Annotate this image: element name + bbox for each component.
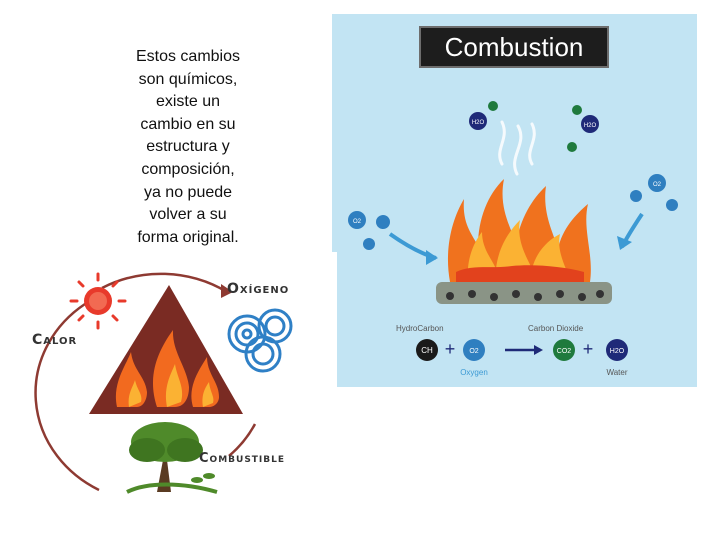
combustion-title: Combustion — [419, 26, 609, 68]
fire-triangle-graphic — [34, 272, 293, 494]
cycle-ring — [34, 302, 100, 492]
heat-label: Calor — [32, 332, 78, 348]
tree-icon — [126, 422, 218, 494]
caption-line: ya no puede — [143, 183, 233, 201]
svg-text:O2: O2 — [653, 182, 662, 188]
flame-icon — [447, 179, 591, 282]
oxygen-label: Oxígeno — [227, 281, 290, 297]
caption-line: existe un — [155, 93, 221, 111]
caption-line: Estos cambios — [135, 48, 241, 65]
oxygen-molecule-icon: O2 — [630, 174, 678, 211]
water-molecule-icon: H2O — [469, 112, 487, 130]
water-label: Water — [606, 368, 627, 377]
caption-line: forma original. — [137, 228, 239, 246]
equation-ch: CH — [416, 339, 438, 361]
svg-text:O2: O2 — [353, 219, 362, 225]
cycle-ring — [101, 272, 228, 294]
caption-line: son químicos, — [138, 70, 238, 88]
oxygen-swirl-icon — [227, 308, 293, 373]
caption-line: cambio en su — [140, 115, 236, 133]
co2-molecule-icon — [488, 101, 498, 111]
equation-co2: CO2 — [553, 339, 575, 361]
smoke-wisps — [498, 120, 536, 176]
svg-text:CH: CH — [421, 346, 433, 355]
co2-molecule-icon — [567, 142, 577, 152]
arrowhead-icon — [534, 345, 543, 355]
caption-line: estructura y — [146, 138, 230, 156]
svg-text:O2: O2 — [469, 348, 478, 355]
cycle-ring — [228, 423, 257, 457]
sun-icon — [69, 272, 127, 330]
co2-molecule-icon — [572, 105, 582, 115]
arrowhead-icon — [221, 284, 233, 298]
flame-icon — [115, 330, 219, 407]
combustion-illustration: H2O H2O O2 O2 HydroCarbon Carbon D — [348, 101, 678, 377]
equation-plus: + — [583, 339, 594, 359]
equation-h2o: H2O — [606, 339, 628, 361]
coal-bed — [436, 282, 612, 304]
carbon-dioxide-label: Carbon Dioxide — [528, 324, 584, 333]
caption-line: composición, — [141, 160, 235, 178]
arrowhead-icon — [617, 236, 632, 250]
water-molecule-icon: H2O — [581, 115, 599, 133]
svg-text:H2O: H2O — [610, 348, 625, 355]
caption-line: volver a su — [149, 206, 227, 224]
hydrocarbon-label: HydroCarbon — [396, 324, 444, 333]
svg-text:H2O: H2O — [584, 123, 597, 129]
arrowhead-icon — [426, 250, 438, 265]
equation-o2: O2 — [463, 339, 485, 361]
svg-text:H2O: H2O — [472, 120, 485, 126]
caption-text: Estos cambios son químicos, existe un ca… — [118, 46, 258, 249]
fire-triangle-illustration: Calor Oxígeno Combustible — [7, 252, 337, 505]
oxygen-molecule-icon: O2 — [348, 211, 390, 250]
equation-plus: + — [445, 339, 456, 359]
oxygen-label: Oxygen — [460, 368, 488, 377]
svg-text:CO2: CO2 — [557, 348, 572, 355]
fuel-label: Combustible — [199, 451, 286, 466]
combustion-infographic: H2O H2O O2 O2 HydroCarbon Carbon D — [332, 14, 697, 387]
